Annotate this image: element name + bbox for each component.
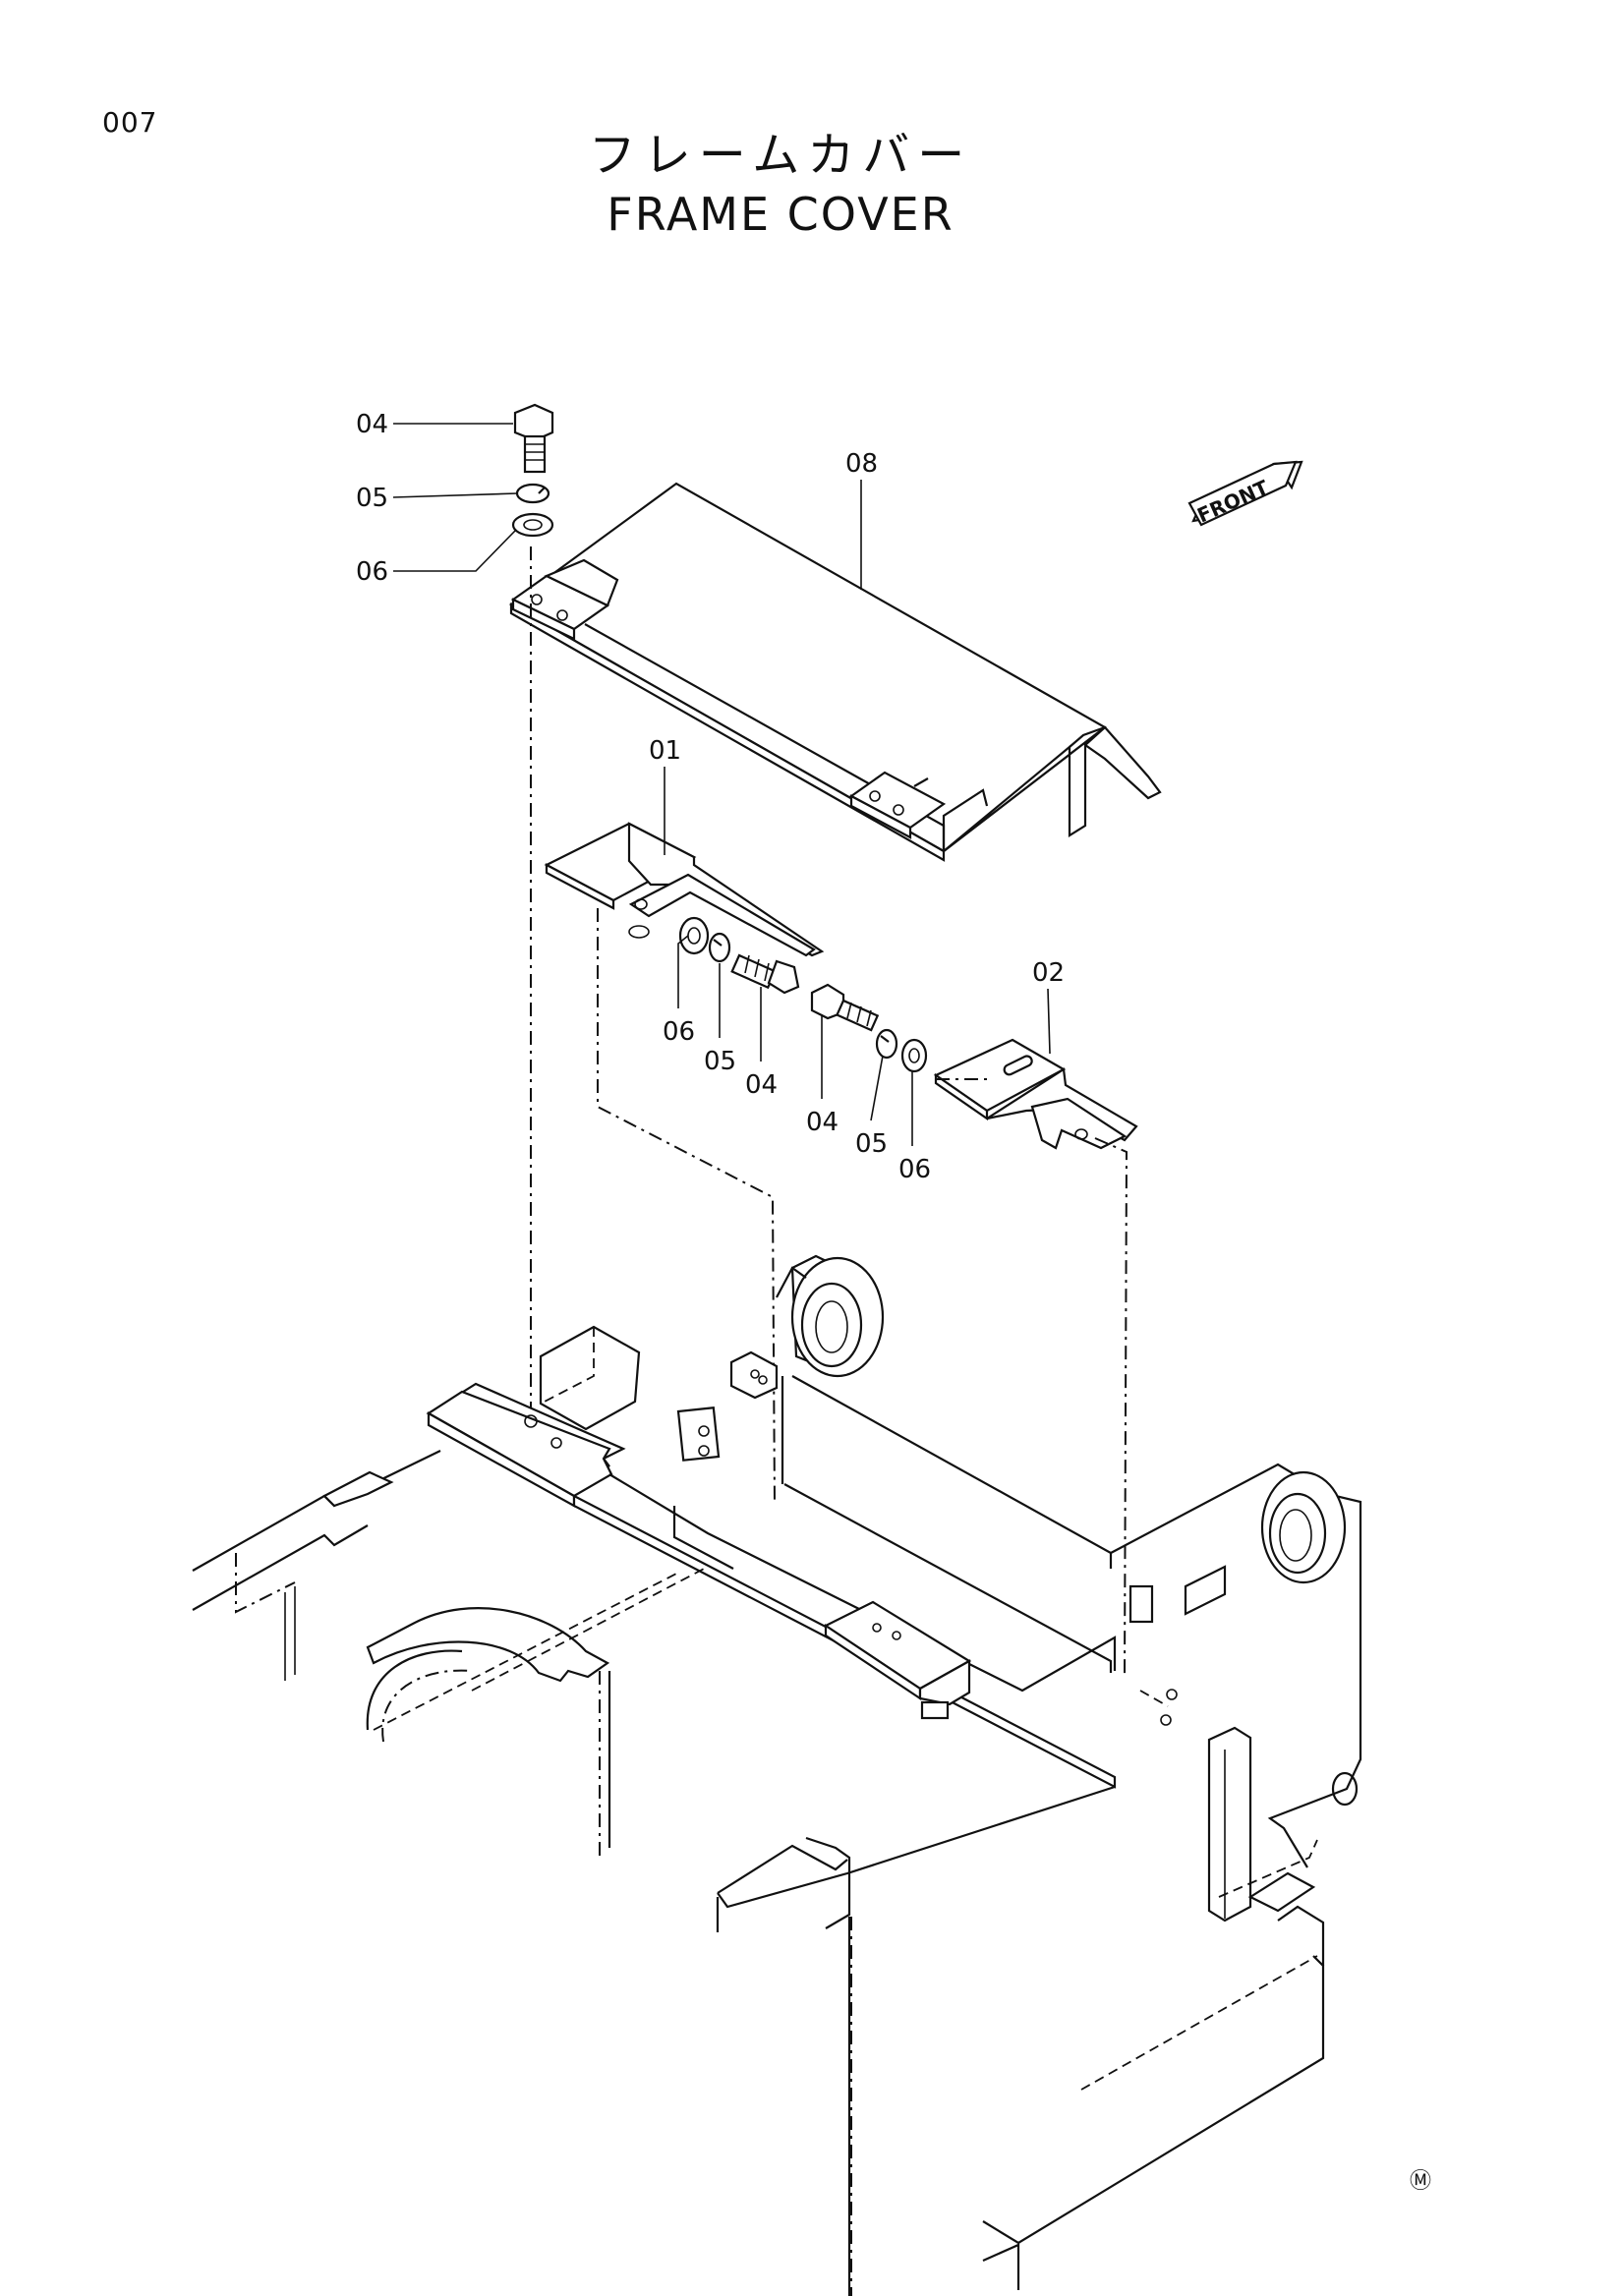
bracket-right-washer [900, 1038, 928, 1073]
page-number: 007 [102, 106, 158, 139]
callout-right-bracket: 02 [1032, 958, 1065, 988]
center-line-bracket-left [597, 908, 776, 1505]
bracket-left-bolt [730, 953, 800, 995]
cover-hinge-right [848, 771, 947, 839]
boss-left [776, 1254, 885, 1378]
frame-arc-cutout [366, 1607, 610, 1743]
cover-hinge-spring-washer [515, 483, 550, 504]
frame-post [1207, 1726, 1316, 1923]
title-japanese: フレームカバー [588, 128, 973, 183]
callout-left-spring-washer: 05 [704, 1047, 736, 1076]
callout-cover-hinge-washer: 06 [356, 557, 388, 587]
page-title: フレームカバー FRAME COVER [0, 126, 1561, 244]
bracket-right-spring-washer [875, 1028, 898, 1060]
callout-right-bolt: 04 [806, 1108, 839, 1137]
main-frame [192, 1254, 1362, 2296]
cover-hinge-washer [511, 512, 554, 538]
maker-mark: Ⓜ [1410, 2169, 1431, 2194]
callout-cover-hinge-spring-washer: 05 [356, 484, 388, 513]
callout-right-washer: 06 [898, 1155, 931, 1184]
frame-cover [508, 482, 1162, 862]
cover-hinge-left [510, 558, 619, 641]
boss-right [1110, 1463, 1362, 1868]
callout-leaders [392, 423, 1051, 1146]
title-english: FRAME COVER [607, 188, 955, 241]
callout-left-bolt: 04 [745, 1070, 778, 1100]
cover-hinge-bolt [513, 403, 554, 474]
bracket-right [933, 1038, 1138, 1150]
callout-left-washer: 06 [663, 1017, 695, 1047]
bracket-left [544, 822, 825, 957]
center-line-bracket-right [1094, 1137, 1128, 1680]
callout-frame-cover: 08 [845, 449, 878, 479]
callout-right-spring-washer: 05 [855, 1129, 888, 1159]
bracket-left-spring-washer [708, 932, 731, 963]
front-arrow-icon: FRONT [1187, 460, 1303, 528]
bracket-left-washer [678, 916, 710, 955]
callout-cover-hinge-bolt: 04 [356, 410, 388, 439]
callout-left-bracket: 01 [649, 736, 681, 766]
bracket-right-bolt [810, 983, 880, 1032]
